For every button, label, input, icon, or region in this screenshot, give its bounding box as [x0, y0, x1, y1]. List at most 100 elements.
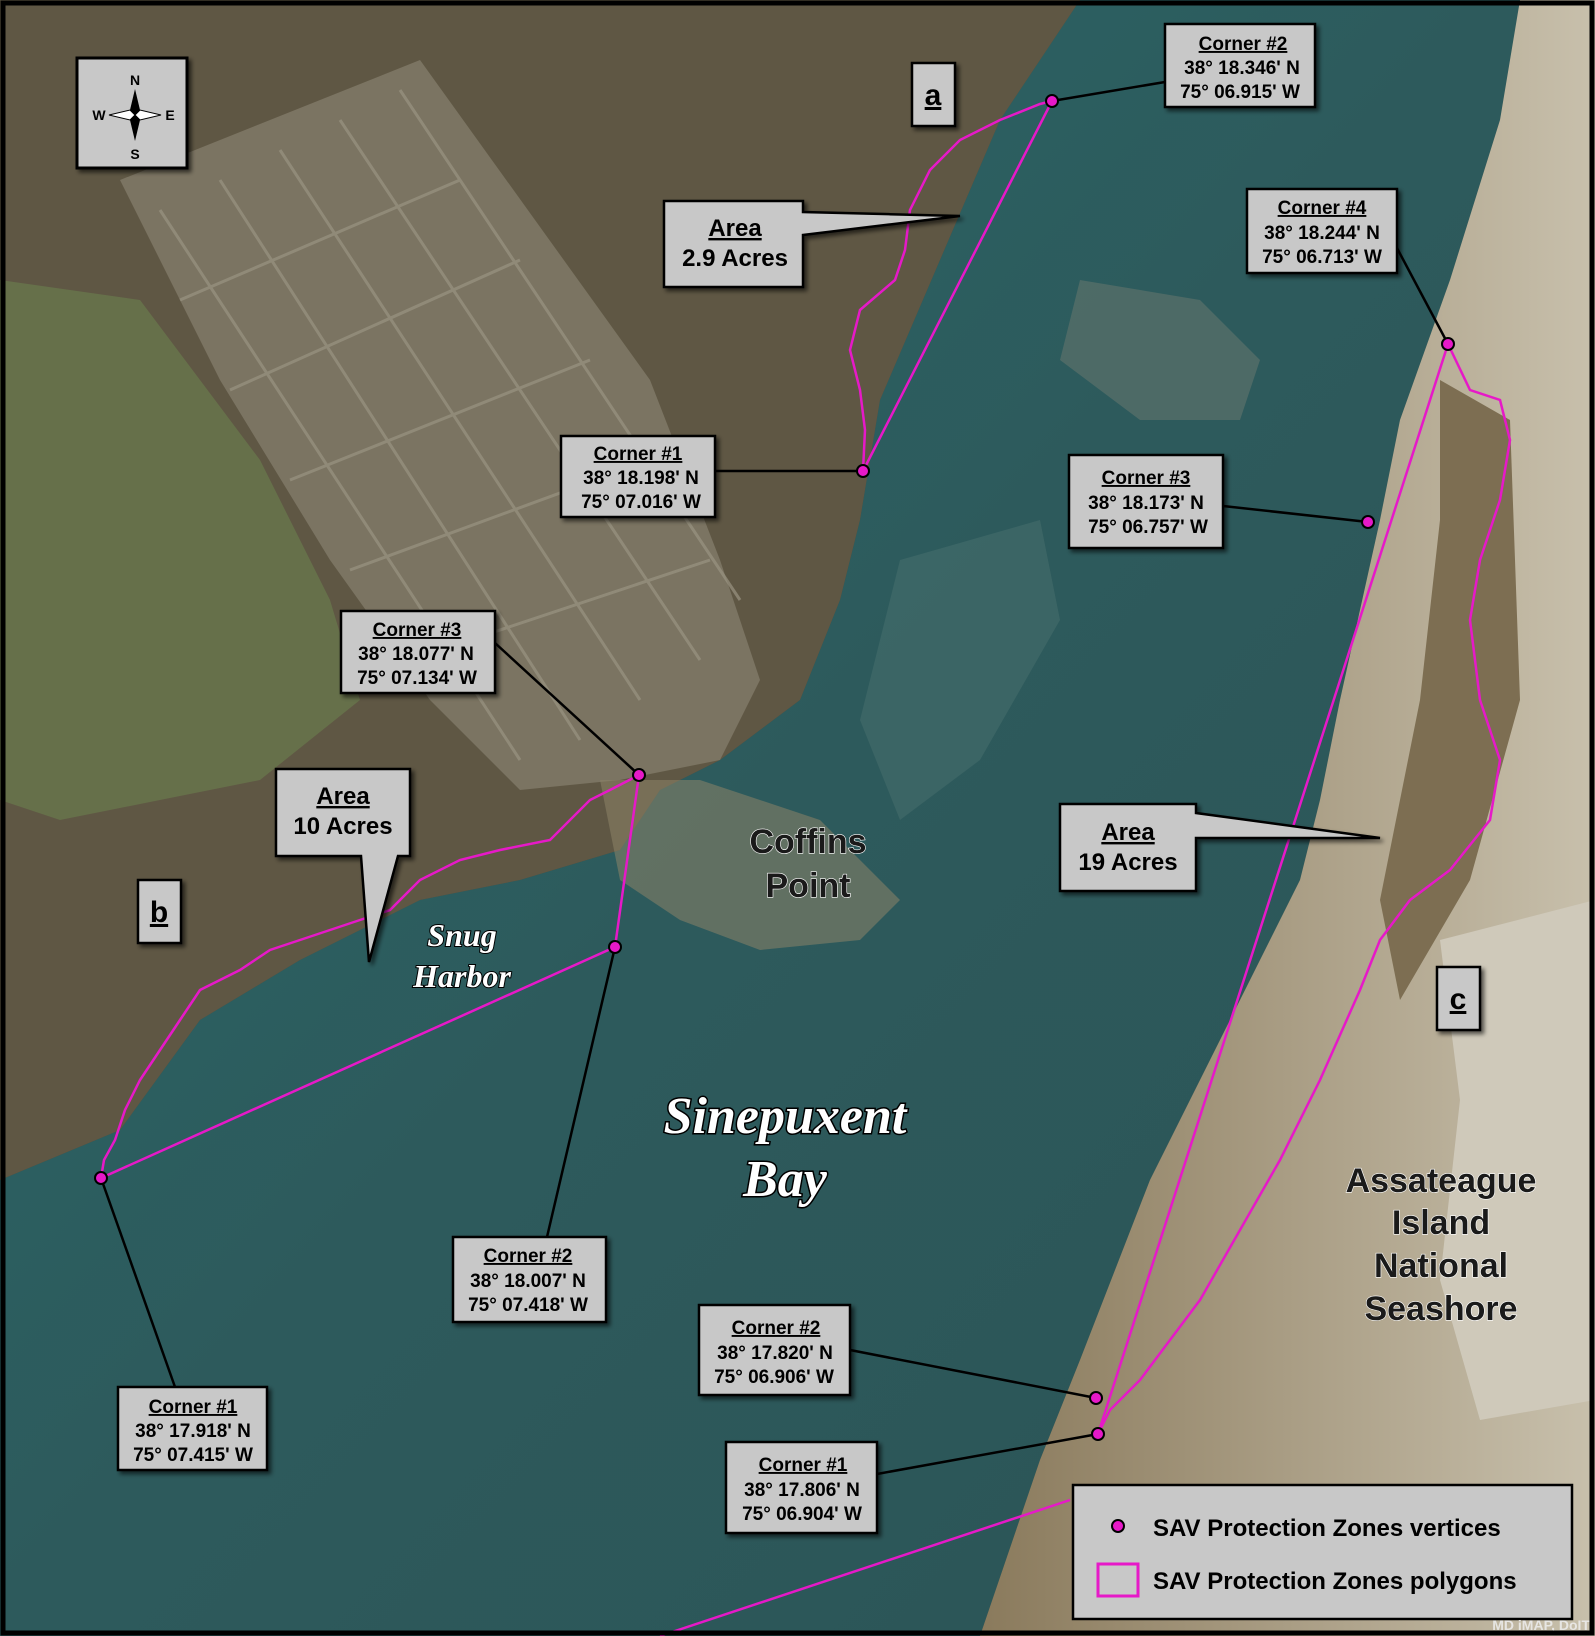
vertex-b3[interactable] [632, 768, 646, 782]
compass-east: E [165, 107, 174, 123]
svg-text:Point: Point [766, 867, 851, 905]
vertices [94, 94, 1455, 1441]
svg-text:75° 06.713' W: 75° 06.713' W [1262, 247, 1382, 268]
svg-text:75° 07.016' W: 75° 07.016' W [581, 492, 701, 513]
legend-vertices-label: SAV Protection Zones vertices [1153, 1515, 1501, 1542]
legend-polygon-icon [1096, 1562, 1140, 1598]
imagery-credit: MD iMAP, DoIT [1492, 1617, 1590, 1633]
vertex-a2[interactable] [1045, 94, 1059, 108]
compass-rose: N S E W [75, 56, 189, 170]
compass-south: S [130, 146, 139, 162]
svg-text:Corner #2: Corner #2 [484, 1246, 573, 1267]
sand-shoal [1060, 280, 1260, 420]
svg-text:c: c [1450, 983, 1467, 1016]
svg-text:75° 06.904' W: 75° 06.904' W [742, 1504, 862, 1525]
svg-text:38° 18.077' N: 38° 18.077' N [358, 644, 474, 665]
zone-letter-b: b [136, 878, 183, 945]
svg-text:75° 06.757' W: 75° 06.757' W [1088, 517, 1208, 538]
svg-text:Sinepuxent: Sinepuxent [664, 1088, 908, 1145]
legend: SAV Protection Zones vertices SAV Protec… [1071, 1483, 1574, 1621]
svg-text:Corner #2: Corner #2 [1199, 34, 1288, 55]
place-snug-harbor: Snug Harbor [411, 916, 512, 995]
svg-text:Coffins: Coffins [749, 823, 866, 861]
svg-text:19 Acres: 19 Acres [1078, 849, 1177, 876]
vertex-c2[interactable] [1089, 1391, 1103, 1405]
svg-text:Area: Area [708, 215, 762, 242]
svg-text:Area: Area [1101, 819, 1155, 846]
corner-label-c3: Corner #3 38° 18.173' N 75° 06.757' W [1067, 453, 1225, 550]
polygon-zone-c[interactable] [1096, 340, 1512, 1435]
compass-icon [108, 89, 162, 141]
svg-text:38° 17.806' N: 38° 17.806' N [744, 1480, 860, 1501]
zone-letter-c: c [1435, 965, 1482, 1032]
svg-text:75° 06.915' W: 75° 06.915' W [1180, 82, 1300, 103]
vertex-b2[interactable] [608, 940, 622, 954]
svg-text:38° 17.918' N: 38° 17.918' N [135, 1421, 251, 1442]
golf-course [0, 280, 360, 820]
svg-text:38° 18.244' N: 38° 18.244' N [1264, 223, 1380, 244]
place-assateague: Assateague Island National Seashore [1345, 1161, 1537, 1328]
svg-text:75° 07.415' W: 75° 07.415' W [133, 1445, 253, 1466]
svg-text:Corner #4: Corner #4 [1278, 198, 1367, 219]
corner-label-c2: Corner #2 38° 17.820' N 75° 06.906' W [697, 1303, 852, 1397]
svg-text:75° 06.906' W: 75° 06.906' W [714, 1367, 834, 1388]
island-marsh [1380, 380, 1520, 1000]
svg-text:Bay: Bay [742, 1151, 828, 1208]
vertex-c4[interactable] [1441, 337, 1455, 351]
vertex-c1[interactable] [1091, 1427, 1105, 1441]
polygon-zone-a[interactable] [848, 99, 1055, 472]
vertex-a1[interactable] [856, 464, 870, 478]
svg-text:2.9 Acres: 2.9 Acres [682, 245, 788, 272]
svg-text:Corner #1: Corner #1 [149, 1397, 238, 1418]
sav-polygons [99, 99, 1512, 1636]
svg-text:10 Acres: 10 Acres [293, 813, 392, 840]
area-callout-a: Area 2.9 Acres [662, 199, 961, 289]
area-callout-b: Area 10 Acres [274, 767, 412, 963]
place-coffins-point: Coffins Point [749, 822, 867, 905]
svg-text:38° 17.820' N: 38° 17.820' N [717, 1343, 833, 1364]
svg-text:Corner #3: Corner #3 [1102, 468, 1191, 489]
zone-letter-a: a [910, 61, 957, 128]
svg-text:Island: Island [1392, 1204, 1490, 1242]
sand-shoal [860, 520, 1060, 820]
vertex-c3[interactable] [1361, 515, 1375, 529]
svg-text:Assateague: Assateague [1346, 1162, 1537, 1200]
svg-text:b: b [150, 896, 168, 929]
polygon-zone-d[interactable] [659, 1498, 1071, 1636]
compass-north: N [130, 72, 140, 88]
leader-lines [99, 80, 1450, 1476]
corner-label-a2: Corner #2 38° 18.346' N 75° 06.915' W [1163, 22, 1317, 109]
compass-west: W [92, 107, 106, 123]
svg-text:Corner #1: Corner #1 [759, 1455, 848, 1476]
corner-label-c4: Corner #4 38° 18.244' N 75° 06.713' W [1245, 187, 1399, 275]
svg-text:38° 18.346' N: 38° 18.346' N [1184, 58, 1300, 79]
corner-label-a1: Corner #1 38° 18.198' N 75° 07.016' W [559, 434, 717, 519]
legend-polygons-label: SAV Protection Zones polygons [1153, 1568, 1517, 1595]
campground [120, 60, 760, 790]
vertex-b1[interactable] [94, 1171, 108, 1185]
svg-text:Seashore: Seashore [1364, 1290, 1517, 1328]
corner-label-b3: Corner #3 38° 18.077' N 75° 07.134' W [339, 609, 497, 695]
svg-text:National: National [1374, 1247, 1508, 1285]
svg-text:38° 18.173' N: 38° 18.173' N [1088, 493, 1204, 514]
svg-text:38° 18.007' N: 38° 18.007' N [470, 1271, 586, 1292]
area-callout-c: Area 19 Acres [1058, 802, 1381, 893]
svg-text:Snug: Snug [427, 917, 496, 953]
svg-text:Corner #3: Corner #3 [373, 620, 462, 641]
corner-label-c1: Corner #1 38° 17.806' N 75° 06.904' W [724, 1440, 879, 1535]
svg-text:38° 18.198' N: 38° 18.198' N [583, 468, 699, 489]
legend-vertex-icon [1111, 1519, 1125, 1533]
svg-text:a: a [925, 79, 942, 112]
svg-text:75° 07.418' W: 75° 07.418' W [468, 1295, 588, 1316]
svg-text:75° 07.134' W: 75° 07.134' W [357, 668, 477, 689]
polygon-zone-b[interactable] [99, 772, 641, 1181]
corner-label-b2: Corner #2 38° 18.007' N 75° 07.418' W [451, 1235, 608, 1324]
sand-shoal [600, 780, 900, 950]
svg-text:Area: Area [316, 783, 370, 810]
svg-text:Corner #2: Corner #2 [732, 1318, 821, 1339]
svg-text:Harbor: Harbor [412, 958, 511, 994]
corner-label-b1: Corner #1 38° 17.918' N 75° 07.415' W [116, 1385, 269, 1472]
place-sinepuxent-bay: Sinepuxent Bay [662, 1087, 909, 1210]
